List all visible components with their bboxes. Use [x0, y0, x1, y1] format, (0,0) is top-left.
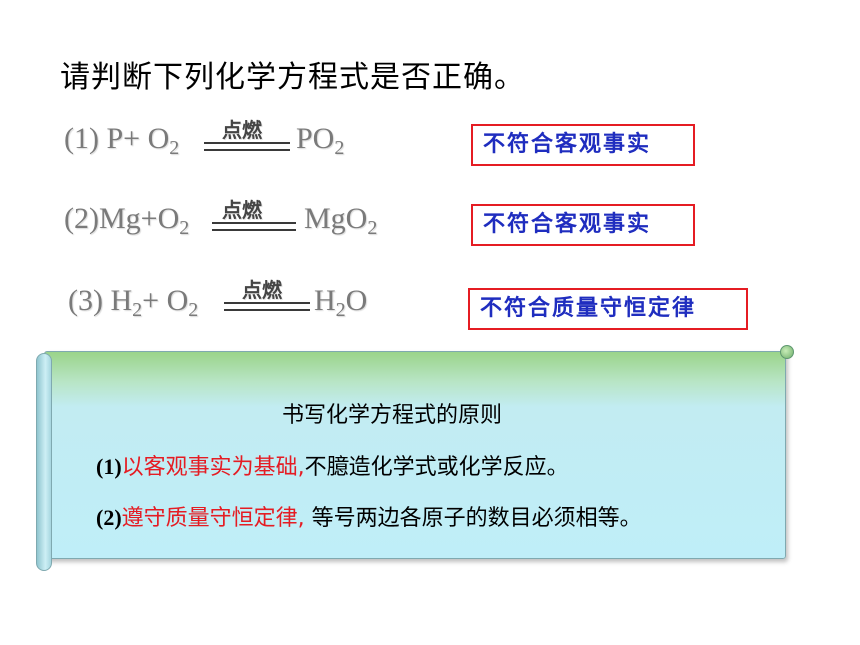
- rule-1-number: (1): [96, 454, 122, 479]
- equation-1-equals-sign: [204, 142, 290, 151]
- equation-3-condition: 点燃: [242, 278, 282, 302]
- equation-3-lhs-sub-2: 2: [188, 299, 199, 321]
- equation-3-lhs-sub-1: 2: [132, 299, 143, 321]
- equation-3: (3) H2+ O2 点燃 H2O: [68, 278, 388, 330]
- verdict-box-2: 不符合客观事实: [471, 204, 695, 246]
- verdict-box-1: 不符合客观事实: [471, 124, 695, 166]
- equation-1-lhs-sub: 2: [169, 137, 180, 159]
- equation-3-rhs-sub: 2: [335, 299, 346, 321]
- scroll-right-curl: [780, 345, 794, 359]
- principles-scroll: 书写化学方程式的原则 (1)以客观事实为基础,不臆造化学式或化学反应。 (2)遵…: [36, 345, 794, 575]
- principle-rule-1: (1)以客观事实为基础,不臆造化学式或化学反应。: [96, 449, 569, 481]
- rule-2-text: 等号两边各原子的数目必须相等。: [304, 506, 642, 531]
- principles-heading: 书写化学方程式的原则: [282, 403, 503, 428]
- rule-2-number: (2): [96, 505, 122, 530]
- equation-1-rhs-text: PO: [296, 122, 335, 155]
- equation-3-lhs-text-2: + O: [142, 284, 189, 317]
- scroll-body: [44, 351, 786, 559]
- equation-3-rhs-text-2: O: [345, 284, 368, 317]
- equation-1-lhs-text: P+ O: [106, 122, 170, 155]
- equation-2: (2)Mg+O2 点燃 MgO2: [64, 198, 404, 248]
- equation-3-lhs-text: H: [110, 284, 133, 317]
- page-title: 请判断下列化学方程式是否正确。: [60, 60, 525, 95]
- equation-1-lhs: (1) P+ O2: [64, 122, 179, 160]
- principle-rule-2: (2)遵守质量守恒定律, 等号两边各原子的数目必须相等。: [96, 500, 642, 532]
- equation-2-condition: 点燃: [222, 198, 262, 222]
- rule-2-highlight: 遵守质量守恒定律,: [121, 506, 305, 531]
- equation-3-rhs: H2O: [314, 284, 367, 322]
- equation-2-lhs-text: Mg+O: [98, 202, 180, 235]
- equation-3-number: (3): [68, 284, 111, 317]
- rule-1-highlight: 以客观事实为基础,: [121, 455, 305, 480]
- equation-3-rhs-text: H: [314, 284, 336, 317]
- equation-1: (1) P+ O2 点燃 PO2: [64, 118, 384, 168]
- equation-2-lhs: (2)Mg+O2: [64, 202, 189, 240]
- equation-3-lhs: (3) H2+ O2: [68, 284, 198, 322]
- equation-3-equals-sign: [224, 302, 310, 311]
- rule-1-text: 不臆造化学式或化学反应。: [304, 455, 569, 480]
- equation-2-rhs: MgO2: [304, 202, 377, 240]
- equation-2-rhs-text: MgO: [304, 202, 368, 235]
- equation-2-rhs-sub: 2: [367, 217, 378, 239]
- equation-2-lhs-sub: 2: [179, 217, 190, 239]
- equation-1-number: (1): [64, 122, 107, 155]
- equation-1-condition: 点燃: [222, 118, 262, 142]
- equation-2-equals-sign: [212, 222, 296, 231]
- equation-2-number: (2): [64, 202, 99, 235]
- verdict-box-3: 不符合质量守恒定律: [468, 288, 748, 330]
- equation-1-rhs-sub: 2: [334, 137, 345, 159]
- scroll-left-curl: [36, 353, 52, 571]
- equation-1-rhs: PO2: [296, 122, 344, 160]
